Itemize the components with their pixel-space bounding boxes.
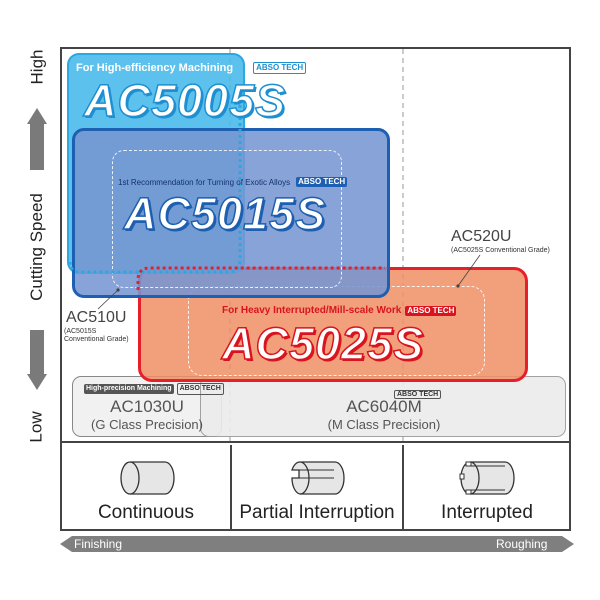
ac6040m-badge: ABSO TECH	[394, 390, 442, 399]
ac5015s-tag-row: 1st Recommendation for Turning of Exotic…	[118, 177, 348, 187]
chart-frame	[60, 47, 571, 443]
ac510u-note-2: Conventional Grade)	[64, 336, 129, 343]
work-type-interrupted: Interrupted	[441, 502, 533, 523]
ac5005s-name: AC5005S	[83, 74, 287, 127]
ac5005s-tagline: For High-efficiency Machining	[76, 62, 234, 74]
ac6040m-badge-row: ABSO TECH	[394, 383, 442, 401]
ac1030u-badge: ABSO TECH	[176, 383, 224, 395]
work-type-panel	[60, 443, 571, 531]
ac5025s-tag-row: For Heavy Interrupted/Mill-scale Work AB…	[222, 305, 457, 316]
ac5015s-name: AC5015S	[123, 187, 327, 240]
ac6040m-name: AC6040M	[346, 397, 422, 416]
ac1030u-tag: High-precision Machining	[84, 384, 174, 394]
x-axis-finishing: Finishing	[74, 537, 123, 551]
ac1030u-tag-row: High-precision Machining ABSO TECH	[84, 383, 224, 395]
down-arrow-shaft	[30, 330, 44, 374]
ac6040m-box	[200, 376, 566, 437]
work-type-partial-interruption: Partial Interruption	[239, 502, 395, 523]
solid-cylinder-icon	[120, 461, 175, 495]
ac520u-note: (AC5025S Conventional Grade)	[451, 247, 550, 254]
ac5015s-tagline: 1st Recommendation for Turning of Exotic…	[118, 177, 291, 187]
work-type-continuous: Continuous	[97, 502, 195, 523]
ac510u-range	[112, 150, 342, 288]
ac510u-name: AC510U	[64, 309, 129, 327]
ac5025s-tagline: For Heavy Interrupted/Mill-scale Work	[222, 305, 402, 316]
up-arrow-icon	[27, 108, 47, 124]
ac5015s-box	[72, 128, 390, 298]
down-arrow-icon	[27, 374, 47, 390]
ac5015s-badge: ABSO TECH	[296, 177, 348, 187]
ac1030u-name: AC1030U	[110, 397, 184, 416]
grooved-cylinder-icon	[291, 461, 345, 495]
ac1030u-sub: (G Class Precision)	[91, 417, 203, 432]
work-type-divider-2	[402, 445, 404, 531]
x-axis-roughing: Roughing	[496, 537, 548, 551]
ac5005s-badge: ABSO TECH	[253, 62, 307, 74]
up-arrow-shaft	[30, 124, 44, 170]
finishing-roughing-arrow	[60, 536, 574, 552]
ac510u-note-1: (AC5015S	[64, 328, 97, 335]
ac6040m-sub: (M Class Precision)	[327, 417, 441, 432]
ac5025s-badge: ABSO TECH	[405, 305, 457, 316]
ac520u-name: AC520U	[451, 228, 512, 245]
ac5005s-tag-row: For High-efficiency Machining ABSO TECH	[76, 62, 307, 74]
work-type-divider-1	[230, 445, 232, 531]
ac5025s-name: AC5025S	[221, 317, 425, 370]
multi-grooved-cylinder-icon	[459, 461, 515, 495]
